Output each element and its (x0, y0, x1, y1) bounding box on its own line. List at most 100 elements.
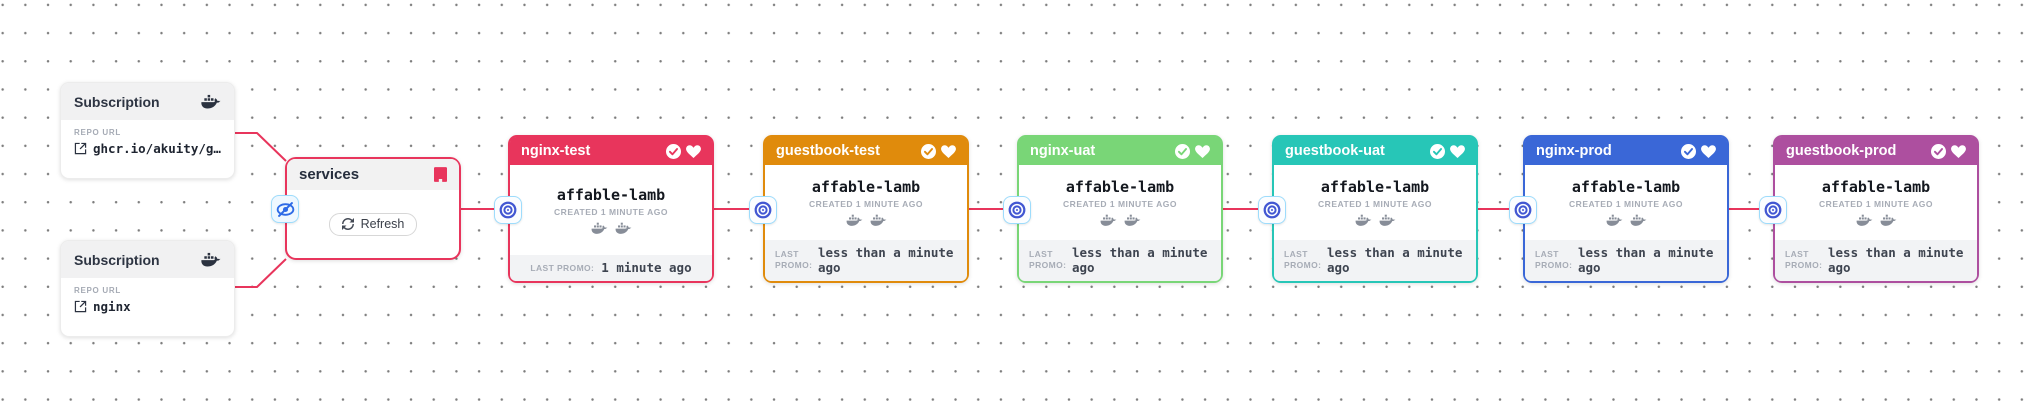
docker-icon (846, 214, 863, 227)
heart-icon (1195, 145, 1210, 158)
target-icon (754, 201, 772, 219)
last-promo-label: LAST PROMO: (1284, 249, 1322, 271)
repo-url-value: ghcr.io/akuity/g… (93, 141, 221, 156)
docker-icon (870, 214, 887, 227)
last-promo-value: less than a minute ago (1072, 244, 1208, 276)
stage-footer: LAST PROMO: less than a minute ago (1775, 239, 1977, 281)
docker-icon (615, 222, 632, 235)
check-circle-icon (666, 144, 681, 159)
repo-url-link[interactable]: ghcr.io/akuity/g… (74, 141, 221, 156)
stage-header: guestbook-test (765, 137, 967, 165)
freight-created-text: CREATED 1 MINUTE AGO (1819, 198, 1933, 209)
last-promo-label: LAST PROMO: (1029, 249, 1067, 271)
subscription-header: Subscription (61, 241, 234, 278)
last-promo-value: less than a minute ago (1327, 244, 1463, 276)
last-promo-value: less than a minute ago (1828, 244, 1964, 276)
freight-timeline-button[interactable] (749, 196, 777, 224)
stage-header: guestbook-prod (1775, 137, 1977, 165)
heart-icon (1951, 145, 1966, 158)
subscription-title: Subscription (74, 93, 160, 110)
docker-icon (1630, 214, 1647, 227)
target-icon (1514, 201, 1532, 219)
docker-icon (201, 252, 221, 268)
docker-icon (1606, 214, 1623, 227)
stage-node-nginx-test[interactable]: nginx-test affable-lamb CREATED 1 MINUTE… (494, 135, 714, 283)
check-circle-icon (1175, 144, 1190, 159)
refresh-label: Refresh (360, 216, 405, 231)
stage-node-guestbook-test[interactable]: guestbook-test affable-lamb CREATED 1 MI… (749, 135, 969, 283)
freight-created-text: CREATED 1 MINUTE AGO (1063, 198, 1177, 209)
stage-name: nginx-test (521, 143, 591, 159)
stage-footer: LAST PROMO: less than a minute ago (1274, 239, 1476, 281)
docker-icon (1880, 214, 1897, 227)
subscription-header: Subscription (61, 83, 234, 120)
heart-icon (941, 145, 956, 158)
freight-artifact-icons (1355, 214, 1396, 227)
external-link-icon (74, 300, 87, 313)
repo-url-value: nginx (93, 299, 131, 314)
check-circle-icon (1931, 144, 1946, 159)
refresh-icon (342, 218, 354, 230)
last-promo-label: LAST PROMO: (530, 262, 595, 273)
subscription-body: REPO URL ghcr.io/akuity/g… (61, 120, 234, 166)
repo-url-label: REPO URL (74, 128, 121, 137)
docker-icon (1100, 214, 1117, 227)
stage-header: nginx-uat (1019, 137, 1221, 165)
docker-icon (201, 94, 221, 110)
subscription-node-2: Subscription REPO URL nginx (60, 240, 235, 337)
docker-icon (591, 222, 608, 235)
warehouse-body: Refresh (287, 190, 459, 258)
stage-body: affable-lamb CREATED 1 MINUTE AGO (1274, 165, 1476, 240)
freight-timeline-button[interactable] (1258, 196, 1286, 224)
subscription-node-1: Subscription REPO URL ghcr.io/akuity/g… (60, 82, 235, 179)
freight-name: affable-lamb (811, 177, 921, 196)
freight-name: affable-lamb (1571, 177, 1681, 196)
check-circle-icon (921, 144, 936, 159)
stage-body: affable-lamb CREATED 1 MINUTE AGO (765, 165, 967, 240)
freight-artifact-icons (591, 222, 632, 235)
heart-icon (1701, 145, 1716, 158)
target-icon (1764, 201, 1782, 219)
docker-icon (1124, 214, 1141, 227)
heart-icon (686, 145, 701, 158)
stage-name: guestbook-test (776, 143, 880, 159)
freight-name: affable-lamb (1821, 177, 1931, 196)
stage-name: guestbook-prod (1786, 143, 1897, 159)
refresh-button[interactable]: Refresh (328, 212, 418, 236)
warehouse-header: services (287, 159, 459, 190)
stage-node-nginx-prod[interactable]: nginx-prod affable-lamb CREATED 1 MINUTE… (1509, 135, 1729, 283)
warehouse-name: services (299, 166, 360, 183)
freight-created-text: CREATED 1 MINUTE AGO (1318, 198, 1432, 209)
stage-body: affable-lamb CREATED 1 MINUTE AGO (1775, 165, 1977, 240)
freight-artifact-icons (1856, 214, 1897, 227)
freight-timeline-button[interactable] (1759, 196, 1787, 224)
docker-icon (1379, 214, 1396, 227)
stage-node-guestbook-uat[interactable]: guestbook-uat affable-lamb CREATED 1 MIN… (1258, 135, 1478, 283)
stage-node-guestbook-prod[interactable]: guestbook-prod affable-lamb CREATED 1 MI… (1759, 135, 1979, 283)
repo-url-link[interactable]: nginx (74, 299, 221, 314)
freight-timeline-button[interactable] (1509, 196, 1537, 224)
heart-icon (1450, 145, 1465, 158)
subscription-title: Subscription (74, 251, 160, 268)
stage-name: nginx-uat (1030, 143, 1096, 159)
freight-timeline-button[interactable] (494, 196, 522, 224)
stage-footer: LAST PROMO: less than a minute ago (1525, 239, 1727, 281)
warehouse-node-services[interactable]: services Refresh (271, 157, 461, 260)
subscription-body: REPO URL nginx (61, 278, 234, 324)
last-promo-label: LAST PROMO: (775, 249, 813, 271)
last-promo-label: LAST PROMO: (1535, 249, 1573, 271)
stage-header: nginx-test (510, 137, 712, 165)
eye-slash-icon (276, 201, 295, 218)
edge-subscription2-warehouse (235, 258, 287, 288)
target-icon (1263, 201, 1281, 219)
target-icon (1008, 201, 1026, 219)
stage-node-nginx-uat[interactable]: nginx-uat affable-lamb CREATED 1 MINUTE … (1003, 135, 1223, 283)
stage-header: guestbook-uat (1274, 137, 1476, 165)
freight-timeline-button[interactable] (1003, 196, 1031, 224)
docker-icon (1856, 214, 1873, 227)
freight-created-text: CREATED 1 MINUTE AGO (554, 206, 668, 217)
hide-subscriptions-button[interactable] (271, 195, 299, 223)
freight-name: affable-lamb (1320, 177, 1430, 196)
check-circle-icon (1681, 144, 1696, 159)
